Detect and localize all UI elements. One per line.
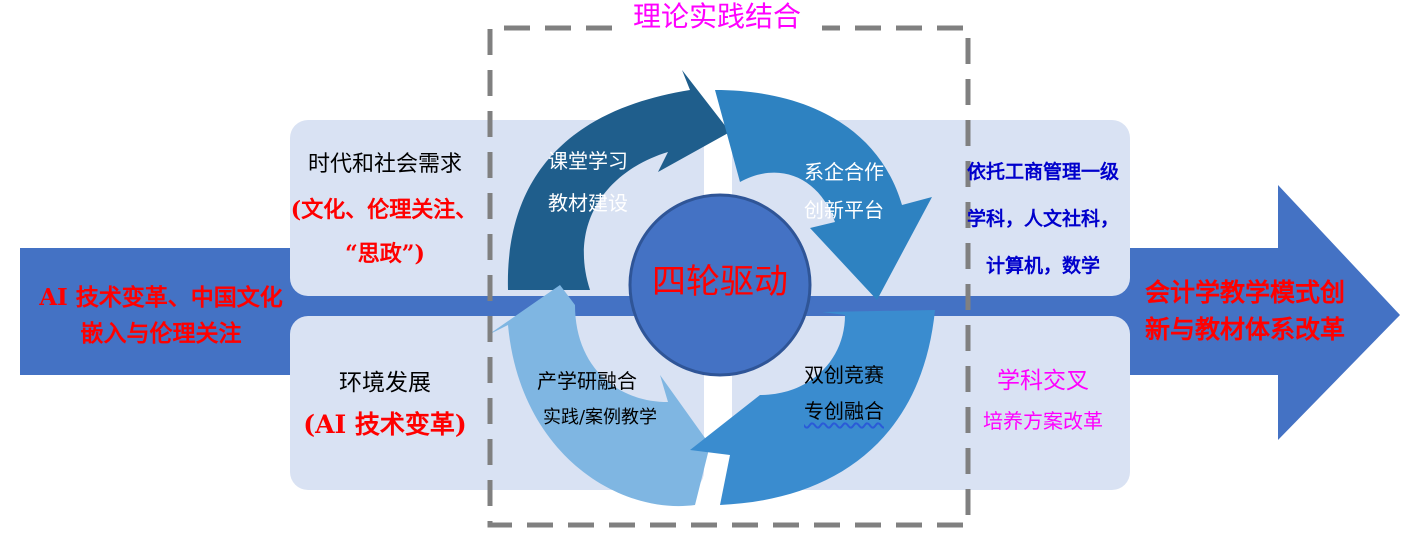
blade-top-left — [507, 70, 730, 290]
dashed-frame — [487, 25, 971, 528]
right-bottom-panel-line1: 学科交叉 — [997, 368, 1089, 394]
left-top-panel-line2: (文化、伦理关注、 — [290, 197, 478, 223]
left-bottom-panel-line2: (AI 技术变革) — [303, 410, 467, 439]
blade-top-left-line2: 教材建设 — [548, 191, 628, 215]
blade-top-right-line1: 系企合作 — [804, 160, 884, 184]
left-top-panel-line3: “思政”) — [345, 241, 425, 267]
right-arrow-line1: 会计学教学模式创 — [1144, 278, 1345, 307]
right-top-panel-line3: 计算机，数学 — [985, 255, 1100, 277]
blade-bottom-left-line1: 产学研融合 — [537, 369, 637, 393]
right-top-panel-line1: 依托工商管理一级 — [966, 161, 1119, 183]
blade-top-right — [715, 90, 932, 300]
left-top-panel-line1: 时代和社会需求 — [307, 152, 462, 177]
blade-bottom-right-line2: 专创融合 — [804, 399, 884, 423]
frame-title: 理论实践结合 — [632, 0, 801, 33]
blade-top-left-line1: 课堂学习 — [548, 149, 628, 173]
blade-bottom-left — [488, 285, 710, 507]
left-bottom-panel-line1: 环境发展 — [339, 370, 431, 396]
left-arrow-line1: AI 技术变革、中国文化 — [39, 284, 283, 311]
center-title: 四轮驱动 — [652, 262, 788, 302]
blade-top-right-line2: 创新平台 — [804, 198, 884, 222]
blade-bottom-right — [690, 310, 935, 505]
left-arrow-line2: 嵌入与伦理关注 — [80, 320, 242, 347]
blade-bottom-left-line2: 实践/案例教学 — [542, 407, 658, 428]
blade-bottom-right-line1: 双创竞赛 — [804, 363, 884, 387]
right-bottom-panel-line2: 培养方案改革 — [983, 409, 1103, 433]
right-top-panel-line2: 学科，人文社科， — [966, 208, 1119, 230]
right-arrow-line2: 新与教材体系改革 — [1144, 315, 1345, 344]
center-circle — [628, 193, 812, 377]
